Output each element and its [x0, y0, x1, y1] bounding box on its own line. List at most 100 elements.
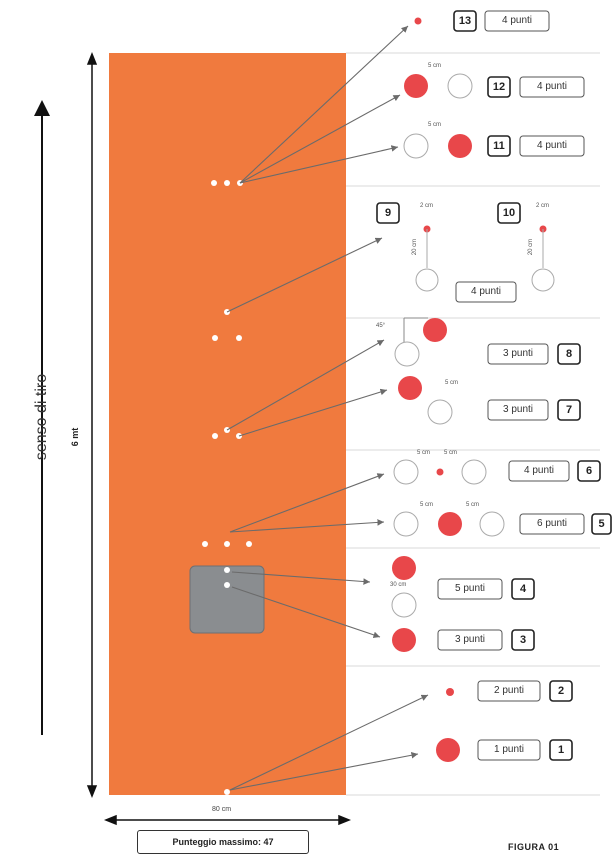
target-6-points-box — [508, 460, 570, 482]
target-3-red — [392, 628, 416, 652]
target-points: 1 punti — [493, 744, 525, 755]
target-6-num-box — [577, 460, 601, 482]
target-points: 4 punti — [536, 81, 568, 92]
dot — [212, 433, 218, 439]
target-points: 3 punti — [454, 634, 486, 645]
target-points: 4 punti — [470, 286, 502, 297]
dot — [224, 541, 230, 547]
target-number: 10 — [502, 207, 516, 219]
dot — [202, 541, 208, 547]
target-12-red — [404, 74, 428, 98]
dot — [224, 582, 230, 588]
target-2-points-box — [477, 680, 541, 702]
target-12-points-box — [519, 76, 585, 98]
target-9-num-box — [376, 202, 400, 224]
target-9-white — [415, 268, 439, 292]
target-4-points-box — [437, 578, 503, 600]
width-arrow — [103, 814, 352, 826]
target-points: 4 punti — [523, 465, 555, 476]
target-5-white-left — [393, 511, 419, 537]
target-number: 9 — [384, 207, 392, 219]
target-12-white — [447, 73, 473, 99]
direction-arrow — [34, 100, 50, 735]
target-4-white — [391, 592, 417, 618]
target-8-red — [423, 318, 447, 342]
target-number: 7 — [565, 404, 573, 416]
target-8-num-box — [557, 343, 581, 365]
target-6-white-right — [461, 459, 487, 485]
section-dividers — [346, 52, 600, 796]
target-1-num-box — [549, 739, 573, 761]
target-13-num-box — [453, 10, 477, 32]
dot — [224, 789, 230, 795]
target-11-white — [403, 133, 429, 159]
target-5-red — [438, 512, 462, 536]
dot — [246, 541, 252, 547]
target-11-red — [448, 134, 472, 158]
unit-4: 30 cm — [390, 582, 407, 588]
unit-11: 5 cm — [428, 122, 442, 128]
target-13-points-box — [484, 10, 550, 32]
target-points: 3 punti — [502, 348, 534, 359]
target-number: 11 — [493, 140, 505, 152]
target-8-white — [394, 341, 420, 367]
unit-8-angle: 45° — [376, 323, 386, 329]
target-number: 8 — [565, 348, 573, 360]
unit-6-left: 5 cm — [417, 450, 431, 456]
direction-label: senso di tiro — [33, 373, 50, 461]
target-points: 4 punti — [501, 15, 533, 26]
target-11-points-box — [519, 135, 585, 157]
target-10-num-box — [497, 202, 521, 224]
target-points: 5 punti — [454, 583, 486, 594]
target-7-points-box — [487, 399, 549, 421]
target-arrows — [226, 25, 429, 791]
target-10-white — [531, 268, 555, 292]
target-4-num-box — [511, 578, 535, 600]
field — [109, 53, 346, 795]
target-number: 13 — [458, 15, 472, 27]
unit-6-right: 5 cm — [444, 450, 458, 456]
target-7-num-box — [557, 399, 581, 421]
target-6-white-left — [393, 459, 419, 485]
gray-zone — [189, 565, 265, 634]
target-number: 4 — [519, 583, 527, 595]
length-label: 6 mt — [70, 427, 80, 447]
dot — [224, 567, 230, 573]
dot — [211, 180, 217, 186]
unit-7: 5 cm — [445, 380, 459, 386]
width-label: 80 cm — [212, 806, 232, 813]
target-number: 2 — [557, 685, 565, 697]
unit-12: 5 cm — [428, 63, 442, 69]
target-1-red — [436, 738, 460, 762]
target-2-red — [446, 688, 454, 696]
target-number: 3 — [519, 634, 527, 646]
unit-9-side: 20 cm — [412, 238, 418, 256]
target-points: 3 punti — [502, 404, 534, 415]
dot — [236, 335, 242, 341]
target-3-points-box — [437, 629, 503, 651]
length-arrow — [86, 51, 98, 799]
target-5-white-right — [479, 511, 505, 537]
target-7-red — [398, 376, 422, 400]
dot — [212, 335, 218, 341]
target-points: 6 punti — [536, 518, 568, 529]
target-1-points-box — [477, 739, 541, 761]
target-points: 2 punti — [493, 685, 525, 696]
target-number: 12 — [492, 81, 506, 93]
target-13-red — [414, 17, 422, 25]
unit-5-right: 5 cm — [466, 502, 480, 508]
unit-5-left: 5 cm — [420, 502, 434, 508]
target-11-num-box — [487, 135, 511, 157]
target-number: 1 — [557, 744, 565, 756]
target-6-red — [436, 468, 444, 476]
unit-10-top: 2 cm — [536, 203, 550, 209]
max-score-box: Punteggio massimo: 47 — [137, 830, 309, 854]
target-4-red — [392, 556, 416, 580]
target-5-points-box — [519, 513, 585, 535]
target-12-num-box — [487, 76, 511, 98]
unit-10-side: 20 cm — [528, 238, 534, 256]
target-8-points-box — [487, 343, 549, 365]
figure-label: FIGURA 01 — [508, 842, 560, 852]
target-number: 6 — [585, 465, 593, 477]
